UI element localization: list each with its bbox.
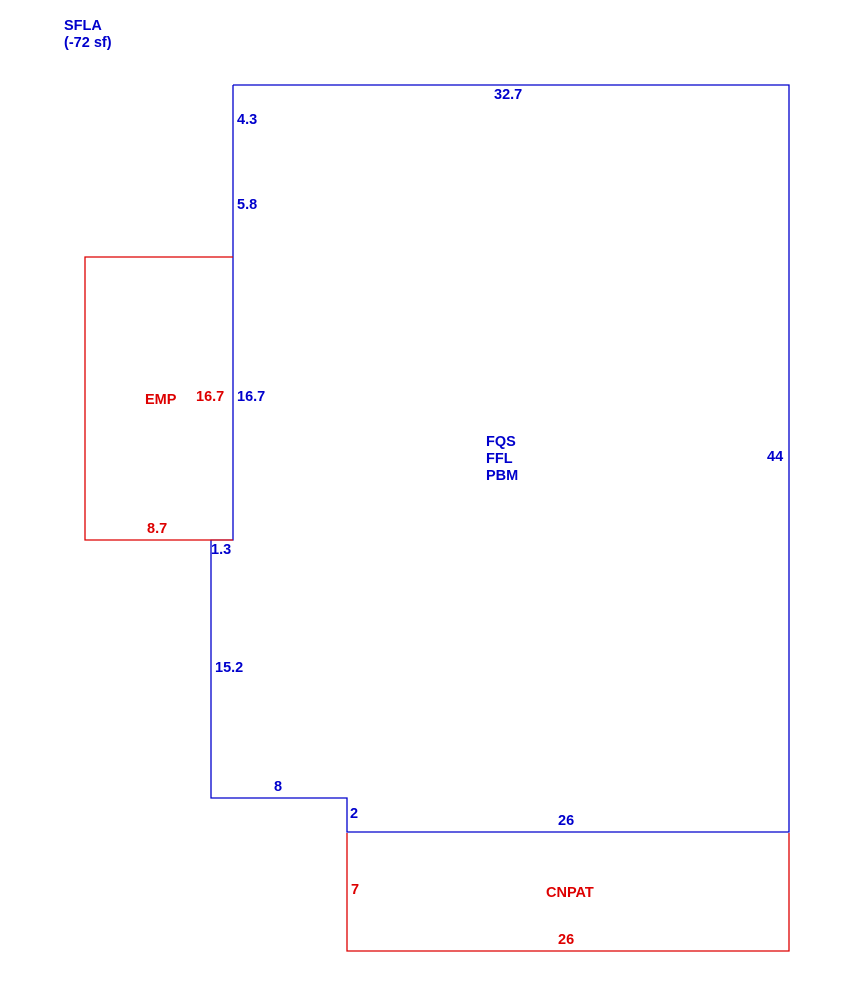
main-area-code-1: FQS: [486, 434, 516, 450]
cnpat-dim-side: 7: [351, 882, 360, 898]
cnpat-area-code: CNPAT: [546, 885, 594, 901]
main-area-code-2: FFL: [486, 451, 513, 467]
emp-area-outline: [84, 256, 233, 541]
emp-dim-bottom: 8.7: [147, 521, 168, 537]
sfla-area-value: (-72 sf): [64, 35, 112, 51]
emp-dim-side: 16.7: [196, 389, 225, 405]
dim-left-upper-b: 5.8: [237, 197, 258, 213]
emp-area-code: EMP: [145, 392, 177, 408]
dim-left-lower: 15.2: [215, 660, 244, 676]
dim-left-middle: 16.7: [237, 389, 266, 405]
dim-notch-bottom: 8: [274, 779, 283, 795]
cnpat-dim-bottom: 26: [558, 932, 575, 948]
dim-right: 44: [767, 449, 784, 465]
dim-bottom: 26: [558, 813, 575, 829]
main-area-code-3: PBM: [486, 468, 519, 484]
dim-top: 32.7: [494, 87, 523, 103]
cnpat-area-outline: [346, 833, 790, 952]
dim-left-upper-a: 4.3: [237, 112, 258, 128]
dim-notch-side: 2: [350, 806, 359, 822]
dim-step: 1.3: [211, 542, 232, 558]
sfla-label: SFLA: [64, 18, 102, 34]
